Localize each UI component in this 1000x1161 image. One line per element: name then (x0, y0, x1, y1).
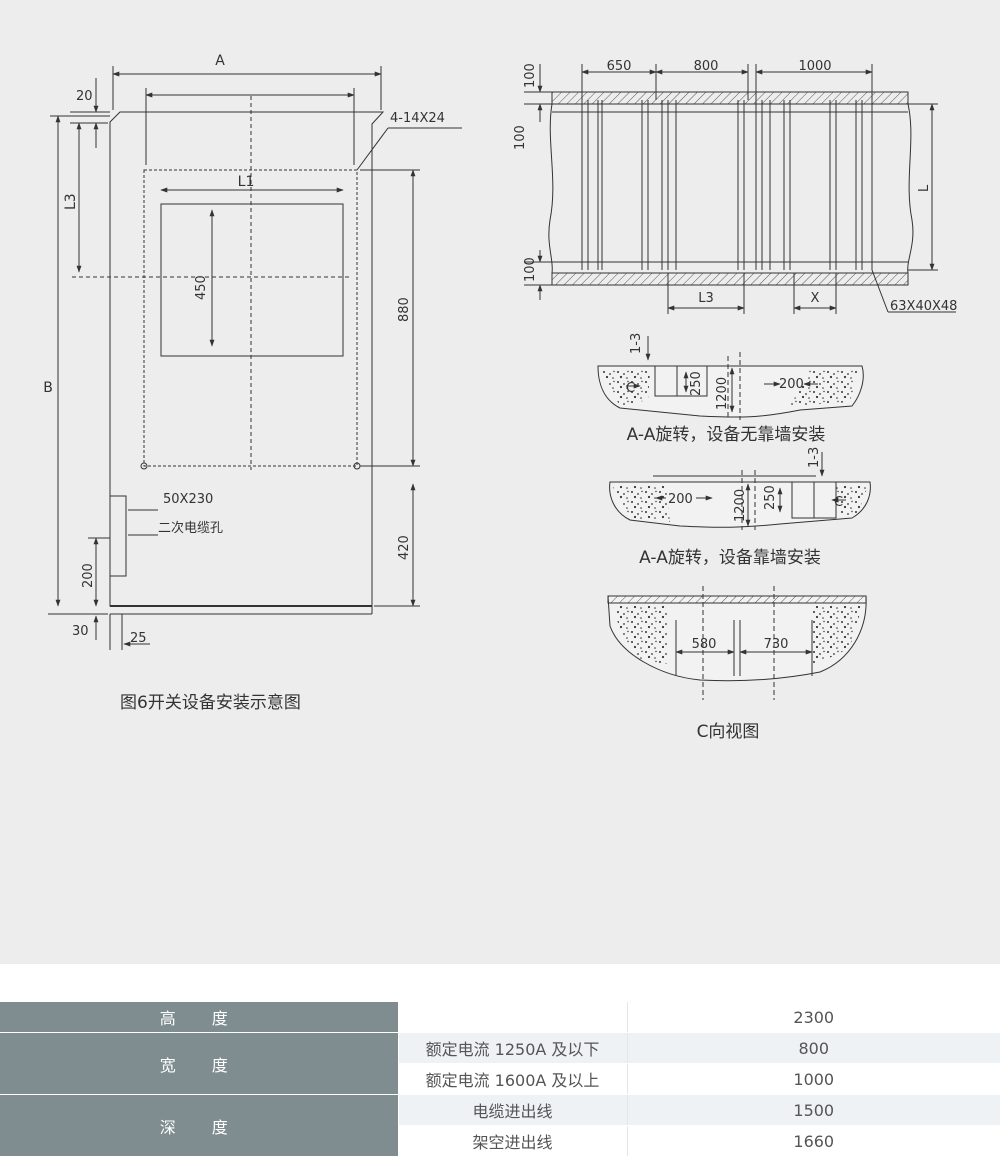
c-view-caption: C向视图 (697, 722, 760, 742)
plan-view (524, 64, 956, 314)
section-no-wall-labels: 1-3 C 250 1200 200 A-A旋转，设备无靠墙安装 (626, 333, 825, 445)
depth-label: 深 度 (0, 1094, 399, 1157)
plan-view-labels: 650 800 1000 100 100 100 L L3 X 63X40X48 (513, 59, 957, 314)
table-row-width-1: 宽 度 额定电流 1250A 及以下 800 (0, 1032, 1000, 1095)
dim-880: 880 (397, 297, 412, 322)
dim-450: 450 (194, 275, 209, 300)
dim-1-3-a: 1-3 (629, 333, 644, 354)
dim-A: A (215, 53, 225, 69)
dim-730: 730 (764, 637, 789, 652)
dim-650: 650 (607, 59, 632, 74)
dim-25: 25 (130, 631, 147, 646)
hole-spec: 4-14X24 (390, 111, 445, 126)
slot-label: 二次电缆孔 (158, 520, 223, 536)
dim-B: B (43, 380, 53, 396)
table-row-height: 高 度 2300 (0, 1002, 1000, 1033)
dim-1200-a: 1200 (715, 377, 730, 410)
dim-580: 580 (692, 637, 717, 652)
c-view (607, 586, 867, 700)
dim-800: 800 (694, 59, 719, 74)
section-no-wall-caption: A-A旋转，设备无靠墙安装 (627, 425, 826, 445)
dim-1200-b: 1200 (733, 489, 748, 522)
depth-value-1: 1500 (627, 1094, 1000, 1126)
installation-drawing: A B 20 L3 L1 450 880 420 4-14X24 50X230 … (43, 53, 957, 742)
slot-spec: 50X230 (163, 492, 213, 507)
height-value: 2300 (627, 1002, 1000, 1033)
dim-L: L (917, 184, 932, 192)
dim-L1: L1 (238, 174, 255, 190)
dim-L3: L3 (63, 193, 79, 210)
section-wall (609, 452, 871, 530)
dim-250-a: 250 (689, 371, 704, 396)
width-value-2: 1000 (627, 1063, 1000, 1095)
height-cond (398, 1002, 628, 1033)
spec-table: 高 度 2300 宽 度 额定电流 1250A 及以下 800 额定电流 160… (0, 1002, 1000, 1157)
dim-200-a: 200 (779, 377, 804, 392)
dim-30: 30 (72, 624, 89, 639)
section-no-wall (597, 336, 864, 420)
dim-mid-100: 100 (513, 125, 528, 150)
front-view-labels: A B 20 L3 L1 450 880 420 4-14X24 50X230 … (43, 53, 445, 713)
front-view (48, 66, 462, 650)
depth-cond-1: 电缆进出线 (398, 1094, 628, 1126)
height-label: 高 度 (0, 1002, 399, 1033)
angle-spec: 63X40X48 (890, 299, 957, 314)
table-row-width-2: 额定电流 1600A 及以上 1000 (0, 1063, 1000, 1095)
dim-X: X (811, 291, 820, 306)
width-cond-2: 额定电流 1600A 及以上 (398, 1063, 628, 1095)
width-cond-1: 额定电流 1250A 及以下 (398, 1032, 628, 1064)
dim-200: 200 (81, 563, 96, 588)
dim-1000: 1000 (798, 59, 831, 74)
width-value-1: 800 (627, 1032, 1000, 1064)
dim-bot-100: 100 (523, 257, 538, 282)
dim-plan-L3: L3 (698, 291, 714, 306)
section-wall-caption: A-A旋转，设备靠墙安装 (639, 548, 821, 568)
dim-200-b: 200 (668, 492, 693, 507)
c-mark-a: C (626, 381, 635, 396)
dim-20: 20 (76, 89, 93, 104)
drawing-panel: A B 20 L3 L1 450 880 420 4-14X24 50X230 … (0, 0, 1000, 964)
c-mark-b: C (834, 495, 843, 510)
depth-value-2: 1660 (627, 1125, 1000, 1157)
width-label: 宽 度 (0, 1032, 399, 1095)
dim-250-b: 250 (763, 485, 778, 510)
window-rect (160, 203, 344, 357)
depth-cond-2: 架空进出线 (398, 1125, 628, 1157)
table-row-depth-1: 深 度 电缆进出线 1500 (0, 1094, 1000, 1157)
section-wall-labels: 1-3 C 250 1200 200 A-A旋转，设备靠墙安装 (639, 447, 843, 568)
dim-1-3-b: 1-3 (807, 447, 822, 468)
table-row-depth-2: 架空进出线 1660 (0, 1125, 1000, 1157)
dim-top-100: 100 (523, 63, 538, 88)
dim-420: 420 (397, 535, 412, 560)
cable-slot (109, 495, 127, 577)
c-view-labels: 580 730 C向视图 (692, 637, 789, 742)
front-view-caption: 图6开关设备安装示意图 (120, 693, 301, 713)
